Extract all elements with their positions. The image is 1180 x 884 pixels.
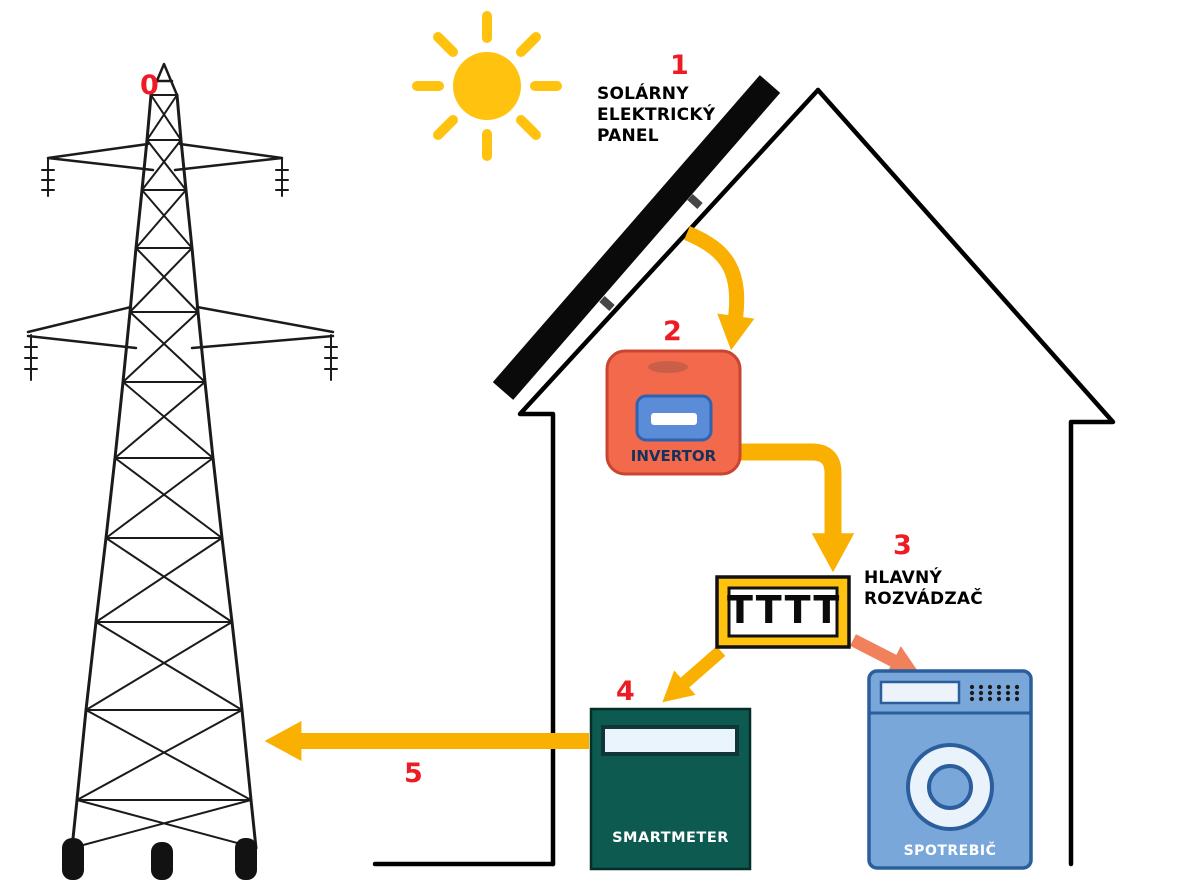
step-number-4: 4 (616, 676, 635, 707)
solar-panel-label-line1: SOLÁRNY (597, 84, 689, 104)
rozvadzac-label-line2: ROZVÁDZAČ (864, 589, 983, 609)
solar-panel-label-line2: ELEKTRICKÝ (597, 105, 716, 125)
spotrebic-label: SPOTREBIČ (903, 843, 997, 859)
step-number-2: 2 (663, 316, 682, 347)
invertor-label: INVERTOR (630, 447, 717, 465)
step-number-0: 0 (140, 70, 159, 101)
step-number-3: 3 (893, 530, 912, 561)
rozvadzac-label-line1: HLAVNÝ (864, 568, 942, 588)
solar-panel-icon (492, 75, 781, 400)
rozvadzac-label: HLAVNÝ ROZVÁDZAČ (864, 568, 983, 610)
machine-speaker-dots (969, 684, 1020, 702)
arrow-invertor-to-rozvadzac (741, 443, 855, 573)
step-number-1: 1 (670, 50, 689, 81)
flow-arrows (264, 226, 920, 761)
machine-display (879, 680, 961, 705)
house-outline (372, 87, 1116, 867)
step-number-5: 5 (404, 758, 423, 789)
arrow-panel-to-invertor (684, 226, 755, 351)
smartmeter-box (589, 707, 752, 871)
distribution-board-box (715, 575, 851, 649)
tower-feet (62, 838, 257, 880)
solar-panel-label-line3: PANEL (597, 126, 659, 146)
solar-panel-label: SOLÁRNY ELEKTRICKÝ PANEL (597, 84, 715, 147)
invertor-box (605, 349, 742, 476)
breaker-switch-glyphs: TTTT (727, 588, 842, 632)
arrow-rozvadzac-to-spotrebic (850, 634, 920, 676)
sun-icon (412, 11, 562, 161)
smartmeter-display (601, 725, 739, 756)
washing-machine-icon (867, 669, 1033, 870)
arrow-rozvadzac-to-smartmeter (662, 646, 726, 703)
transmission-tower-icon (24, 62, 338, 880)
smartmeter-label: SMARTMETER (612, 830, 729, 846)
